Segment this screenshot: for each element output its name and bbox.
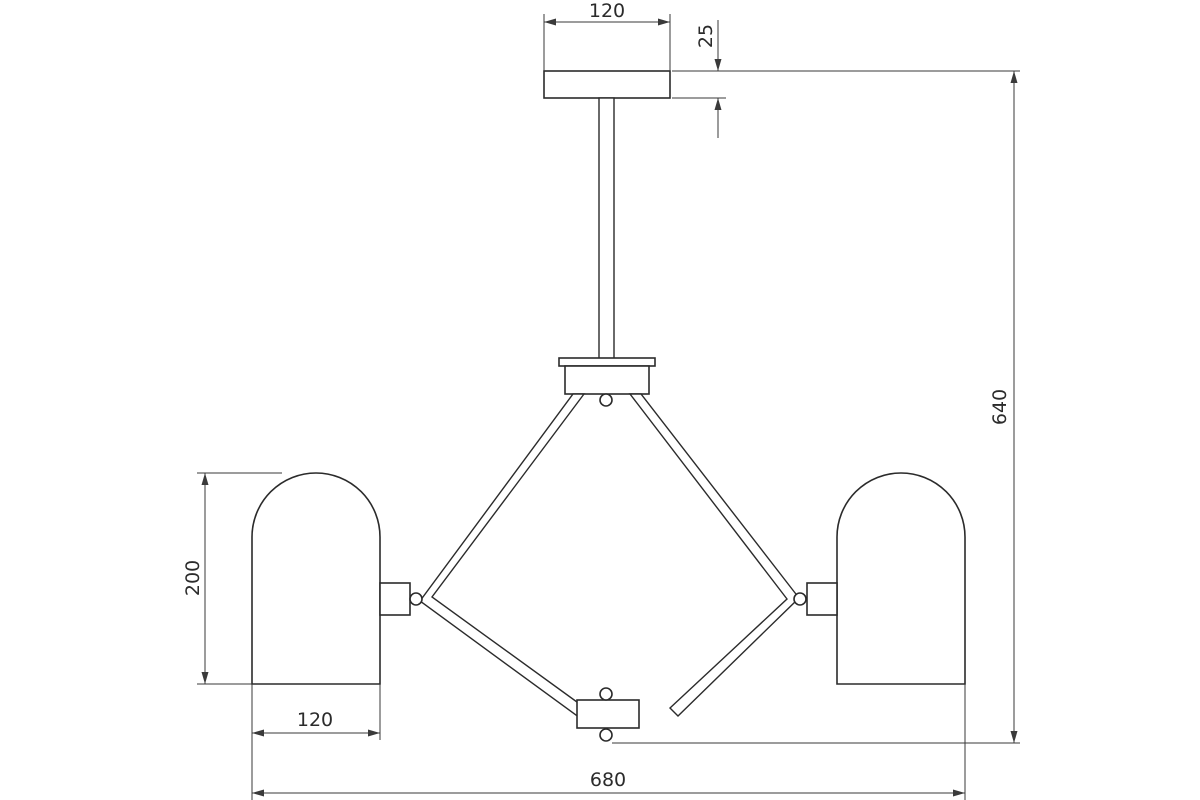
left-joint	[409, 592, 423, 606]
lower-hub-knob-bottom	[599, 728, 613, 742]
upper-hub-cap	[558, 357, 656, 367]
dim-total-height-label: 640	[989, 389, 1011, 425]
right-joint	[793, 592, 807, 606]
dim-canopy-height-label: 25	[695, 24, 717, 48]
lower-hub	[576, 699, 640, 729]
dim-shade-height: 200	[182, 472, 282, 685]
upper-hub-knob	[599, 393, 613, 407]
dim-canopy-width-label: 120	[589, 0, 625, 22]
dim-total-width-label: 680	[590, 769, 626, 791]
dim-shade-width-label: 120	[297, 709, 333, 731]
dim-total-width: 680	[252, 684, 966, 800]
dim-shade-height-label: 200	[182, 560, 204, 596]
frame-arm-right	[628, 393, 800, 717]
frame-arm-left	[419, 393, 590, 719]
left-shade-socket	[379, 582, 411, 616]
canopy	[543, 70, 671, 99]
suspension-rod	[598, 97, 615, 361]
lower-hub-knob-top	[599, 687, 613, 701]
dim-shade-width: 120	[251, 684, 381, 800]
upper-hub	[564, 365, 650, 395]
dim-canopy-width: 120	[543, 0, 671, 71]
right-shade	[836, 472, 966, 685]
left-shade	[251, 472, 381, 685]
dim-total-height: 640	[612, 71, 1020, 744]
lamp-body	[251, 70, 966, 742]
right-shade-socket	[806, 582, 838, 616]
dim-canopy-height: 25	[672, 20, 1020, 138]
